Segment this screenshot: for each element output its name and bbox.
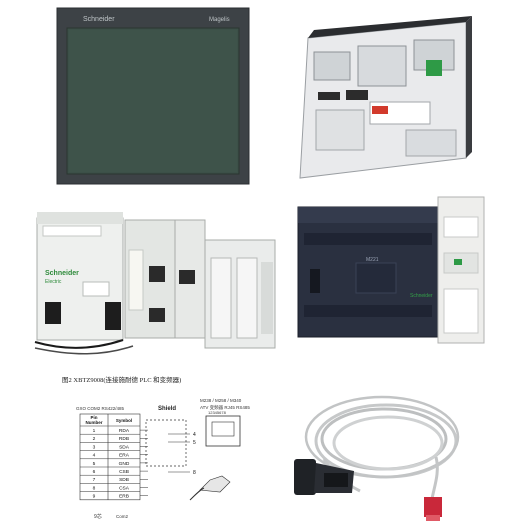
pin-number: 5 — [93, 461, 96, 467]
shield-label: Shield — [158, 406, 176, 412]
diagram-right-header-2: ATV 变频器 RJ45 RS485 — [200, 404, 250, 411]
right-pin-number: 5 — [193, 440, 196, 446]
plc-compact-brand-label: Schneider — [410, 293, 433, 299]
pin-number: 2 — [93, 436, 96, 442]
rj45-plug-icon — [199, 475, 231, 493]
shield-box — [145, 419, 187, 467]
pin-symbol: CSA — [119, 485, 130, 491]
db9-connector-icon — [294, 459, 354, 495]
pin-symbol: ERA — [119, 453, 130, 459]
rj45-red-connector-icon — [424, 497, 442, 521]
pin-symbol: CSB — [119, 469, 129, 475]
pin-symbol: SDB — [119, 477, 129, 483]
hmi-brand-label: Schneider — [83, 16, 115, 23]
plc-brand-sub-label: Electric — [45, 279, 62, 285]
hmi-front-photo: Schneider Magelis — [55, 6, 251, 186]
diagram-right-header-1: M238 / M258 / M340 — [200, 398, 242, 403]
pin-number: 4 — [93, 453, 96, 459]
rj45-pin-label: 12345678 — [208, 410, 227, 415]
pin-number: 3 — [93, 444, 96, 450]
compact-plc-photo: M221 Schneider — [296, 193, 488, 348]
wiring-diagram: 图2 XBTZ9008(连接施耐德 PLC 和变频器) GXO COM2 RS4… — [60, 368, 265, 523]
pin-symbol: RDB — [119, 436, 129, 442]
pin-symbol: ERB — [119, 494, 129, 500]
pin-number: 6 — [93, 469, 96, 475]
diagram-left-header: GXO COM2 RS422/485 — [76, 406, 125, 411]
pin-header: Number — [85, 420, 102, 425]
pin-symbol: RDA — [119, 428, 130, 434]
right-pin-number: 4 — [193, 432, 196, 438]
hmi-model-label: Magelis — [209, 17, 230, 23]
symbol-header: Symbol — [116, 418, 132, 423]
diagram-caption: 图2 XBTZ9008(连接施耐德 PLC 和变频器) — [62, 375, 181, 384]
pin-number: 9 — [93, 494, 96, 500]
hmi-back-photo — [286, 10, 474, 180]
pin-symbol: SDA — [119, 444, 130, 450]
pin-number: 1 — [93, 428, 96, 434]
plc-brand-label: Schneider — [45, 270, 79, 277]
pin-number: 7 — [93, 477, 96, 483]
rj45-jack-icon — [205, 415, 241, 447]
pin-symbol: GND — [119, 461, 130, 467]
diagram-footer-left: 9芯 — [94, 513, 102, 520]
right-pin-number: 8 — [193, 470, 196, 476]
pin-header: Pin — [90, 415, 97, 420]
cable-photo — [264, 375, 486, 527]
diagram-footer-right: Com2 — [116, 514, 129, 519]
modular-plc-photo: Schneider Electric — [33, 190, 283, 360]
pin-number: 8 — [93, 485, 96, 491]
plc-compact-model-label: M221 — [366, 257, 379, 263]
